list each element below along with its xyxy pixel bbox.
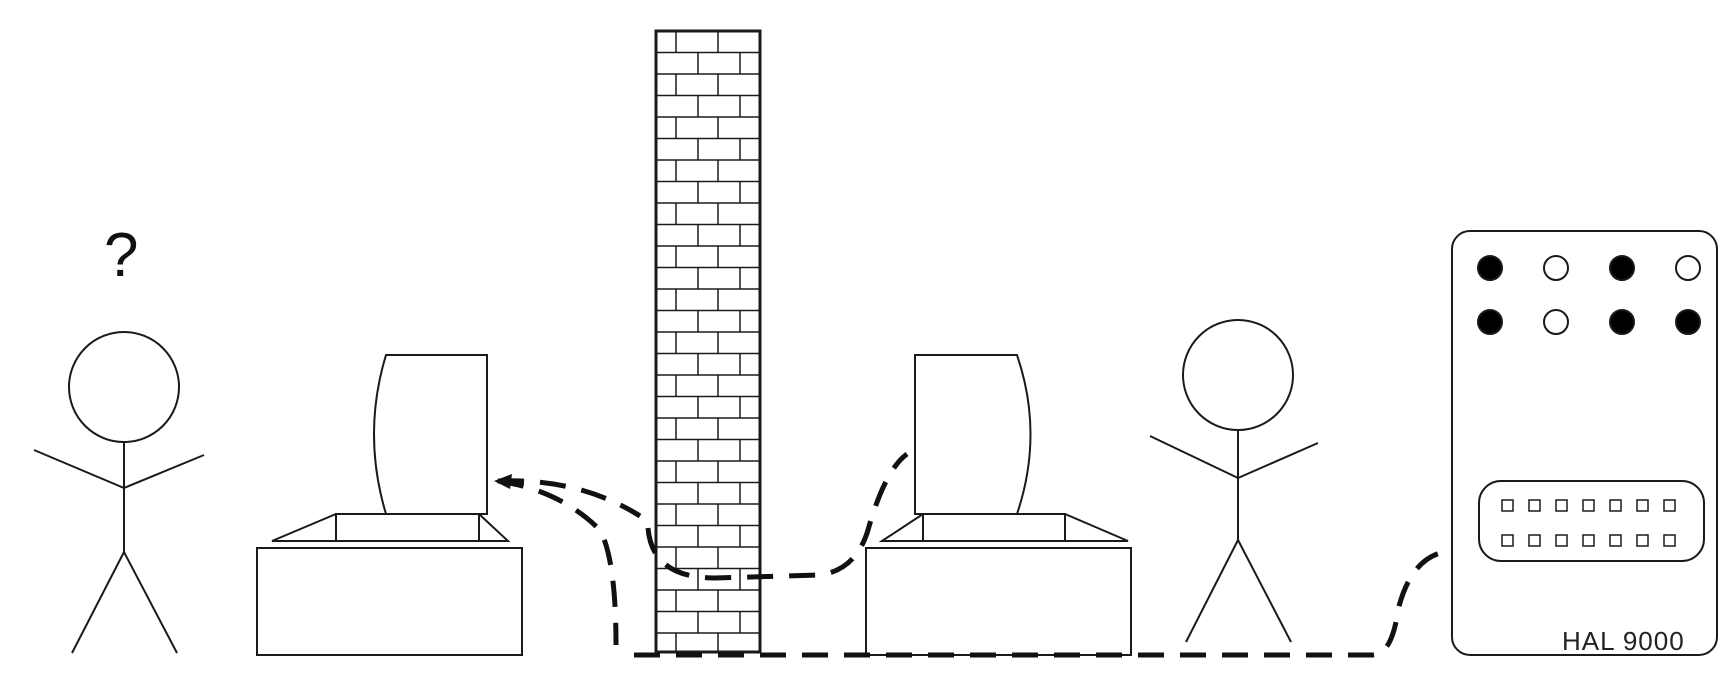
hal-light-on	[1609, 309, 1635, 335]
connection-to-hal	[634, 550, 1441, 658]
connection-upper-left	[497, 478, 642, 519]
right-terminal-base	[865, 547, 1132, 656]
human-left-leg	[1185, 539, 1239, 643]
hal-slot	[1528, 499, 1541, 512]
interrogator-right-arm	[123, 454, 205, 489]
connection-to-right-terminal	[645, 451, 909, 581]
human-left-arm	[1149, 435, 1239, 479]
interrogator-left-arm	[33, 449, 125, 489]
hal-slot	[1501, 534, 1514, 547]
hal-light-on	[1609, 255, 1635, 281]
human-head	[1182, 319, 1294, 431]
interrogator-head	[68, 331, 180, 443]
hal-indicator-lights	[1477, 255, 1701, 335]
left-terminal-keyboard	[271, 513, 511, 542]
interrogator-right-leg	[123, 551, 178, 654]
hal-light-on	[1675, 309, 1701, 335]
left-terminal-base	[256, 547, 523, 656]
human-right-leg	[1237, 539, 1292, 643]
right-terminal-monitor	[914, 354, 1032, 515]
right-terminal-stand	[922, 513, 1066, 542]
hal-slot	[1609, 534, 1622, 547]
hal-slot	[1663, 499, 1676, 512]
hal-slot	[1555, 499, 1568, 512]
hal-slot	[1528, 534, 1541, 547]
hal-light-off	[1675, 255, 1701, 281]
hal-slot-panel	[1478, 480, 1705, 562]
hal-slot	[1636, 534, 1649, 547]
hal-slot	[1609, 499, 1622, 512]
brick-wall	[654, 29, 762, 654]
connection-lines	[494, 451, 1441, 658]
hal-slot-grid	[1501, 499, 1676, 547]
hal-slot	[1636, 499, 1649, 512]
interrogator-left-leg	[71, 551, 125, 654]
connection-arrowhead	[494, 474, 512, 489]
connection-left-down	[497, 478, 619, 646]
hal-label: HAL 9000	[1562, 626, 1685, 656]
hal-slot	[1582, 534, 1595, 547]
hal-slot	[1663, 534, 1676, 547]
right-terminal	[865, 354, 1132, 656]
hal-light-off	[1543, 309, 1569, 335]
question-mark: ?	[104, 221, 138, 290]
hal-light-on	[1477, 309, 1503, 335]
hal-slot	[1555, 534, 1568, 547]
left-terminal	[256, 354, 523, 656]
brick-wall-outline	[654, 29, 762, 654]
right-terminal-keyboard	[878, 513, 1129, 542]
hal-light-on	[1477, 255, 1503, 281]
hal-slot	[1501, 499, 1514, 512]
left-terminal-stand	[335, 513, 480, 542]
hal-light-off	[1543, 255, 1569, 281]
left-terminal-monitor	[373, 354, 488, 515]
human-right-arm	[1237, 442, 1319, 479]
hal-slot	[1582, 499, 1595, 512]
hal-9000-machine: HAL 9000	[1451, 230, 1718, 656]
hal-cabinet	[1451, 230, 1718, 656]
human-respondent-figure	[1149, 319, 1319, 643]
interrogator-figure: ?	[33, 221, 205, 654]
